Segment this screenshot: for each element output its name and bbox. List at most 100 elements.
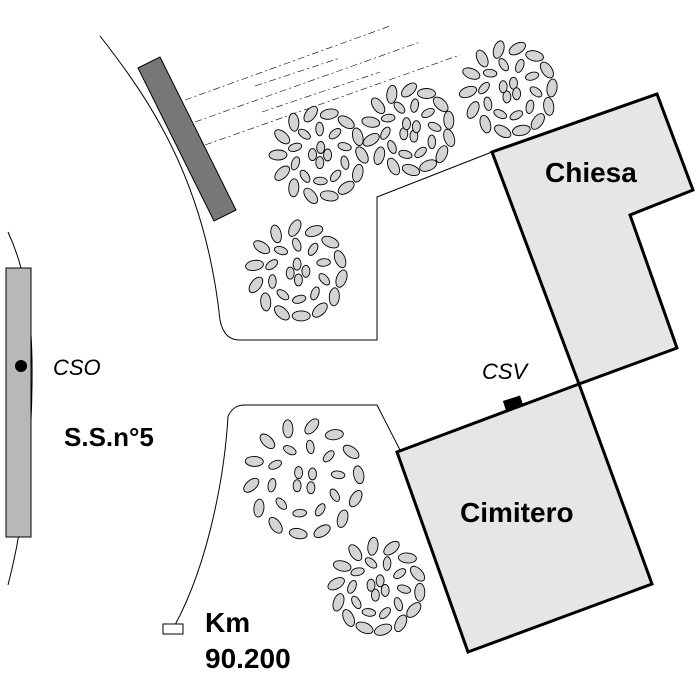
tree-leaf (427, 121, 442, 132)
tree-leaf (315, 121, 324, 137)
tree-leaf (308, 148, 317, 162)
tree-leaf (348, 544, 363, 562)
tree-leaf (268, 516, 283, 534)
tree-leaf (352, 163, 364, 183)
state-road-bar (5, 267, 32, 538)
tree-leaf (351, 595, 362, 610)
tree-leaf (492, 40, 505, 59)
cso-point[interactable] (15, 360, 27, 372)
tree-leaf (493, 109, 507, 120)
tree-leaf (292, 237, 302, 252)
tree-leaf (267, 478, 277, 493)
km-marker[interactable] (162, 623, 184, 635)
tree-leaf (347, 580, 357, 594)
tree-leaf (268, 459, 283, 470)
tree-leaf (515, 58, 525, 73)
lower-area-edge (174, 415, 229, 626)
tree-leaf (382, 556, 392, 571)
tree-leaf (432, 96, 449, 112)
tree-leaf (478, 81, 490, 95)
tree-leaf (299, 169, 311, 183)
tree-leaf (502, 90, 512, 104)
upper-area-outline (99, 35, 498, 341)
tree-leaf (355, 621, 374, 635)
tree-leaf (546, 78, 558, 98)
tree (245, 219, 348, 322)
tree-leaf (340, 155, 350, 170)
tree-leaf (361, 608, 377, 617)
road-label: S.S.n°5 (64, 422, 154, 452)
chiesa-building[interactable] (490, 92, 695, 386)
tree-leaf (312, 302, 328, 318)
tree-leaf (411, 120, 421, 134)
tree-leaf (414, 146, 427, 159)
tree-leaf (297, 128, 311, 140)
km-value: 90.200 (205, 643, 291, 674)
tree-leaf (285, 266, 295, 280)
tree-leaf (319, 108, 339, 120)
tree-leaf (435, 145, 449, 164)
tree-leaf (313, 176, 328, 186)
tree-leaf (270, 224, 282, 244)
tree-leaf (268, 274, 277, 289)
tree-leaf (316, 258, 331, 267)
tree-leaf (373, 146, 386, 165)
tree-leaf (288, 219, 302, 237)
tree-leaf (529, 86, 543, 98)
tree-leaf (318, 273, 331, 286)
tree-leaf (479, 114, 492, 134)
tree-leaf (293, 273, 303, 287)
tree-leaf (329, 169, 342, 182)
tree-leaf (402, 117, 411, 131)
tree-leaf (329, 488, 340, 502)
tree-leaf (498, 80, 508, 94)
cso-label: CSO (53, 355, 101, 380)
tree (361, 82, 456, 177)
tree-leaf (306, 481, 316, 495)
tree-leaf (268, 149, 288, 161)
tree-leaf (483, 96, 493, 111)
tree-leaf (244, 455, 264, 467)
tree-leaf (370, 97, 386, 115)
tree-leaf (337, 115, 355, 130)
tree-leaf (276, 289, 290, 301)
tree-leaf (509, 110, 524, 121)
tree-leaf (530, 113, 545, 130)
tree-leaf (288, 142, 303, 152)
tree-leaf (410, 98, 419, 113)
tree-leaf (508, 41, 526, 56)
km-label: Km (205, 607, 250, 638)
tree-leaf (421, 107, 435, 119)
tree-leaf (308, 467, 317, 481)
tree-leaf (366, 578, 376, 592)
tree-leaf (419, 159, 438, 172)
tree-leaf (525, 71, 540, 81)
chiesa-label: Chiesa (545, 157, 637, 188)
tree-leaf (303, 187, 319, 205)
tree-leaf (406, 602, 422, 618)
tree-leaf (245, 259, 264, 271)
tree-leaf (337, 180, 355, 195)
tree-leaf (273, 246, 289, 256)
tree-leaf (290, 156, 301, 171)
csv-point[interactable] (502, 395, 524, 411)
tree-leaf (512, 87, 522, 101)
tree-leaf (380, 583, 390, 597)
tree-leaf (401, 163, 421, 177)
tree-leaf (294, 466, 304, 480)
tree-leaf (322, 450, 335, 463)
tree-leaf (362, 132, 380, 147)
csv-label: CSV (482, 359, 530, 384)
tree-leaf (386, 84, 398, 104)
tree-leaf (386, 157, 401, 176)
tree-leaf (398, 149, 413, 159)
tree-leaf (319, 190, 339, 202)
tree-leaf (350, 567, 365, 577)
tree-leaf (375, 574, 385, 588)
tree-leaf (288, 112, 300, 132)
tree-leaf (379, 607, 391, 620)
tree (327, 536, 426, 636)
cimitero-building[interactable] (395, 382, 654, 654)
tree-leaf (393, 101, 406, 114)
